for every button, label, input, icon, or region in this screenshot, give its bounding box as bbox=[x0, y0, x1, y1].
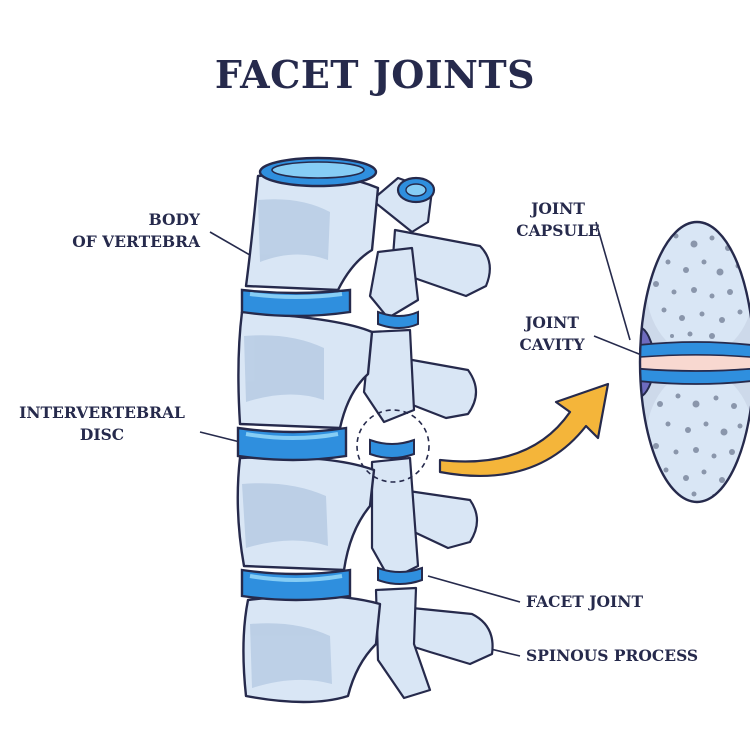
leader-line-capsule bbox=[595, 221, 631, 341]
highlight-circle bbox=[356, 409, 430, 483]
spinous-process-4 bbox=[390, 604, 494, 666]
leader-line-facet bbox=[427, 575, 521, 603]
label-body-of-vertebra: BODY OF VERTEBRA bbox=[72, 210, 200, 251]
label-intervertebral-disc: INTERVERTEBRAL DISC bbox=[19, 403, 185, 444]
label-facet-joint: FACET JOINT bbox=[526, 592, 643, 611]
leader-line-cavity bbox=[593, 335, 645, 357]
label-joint-cavity: JOINT CAVITY bbox=[519, 313, 585, 354]
leader-line-disc bbox=[199, 431, 241, 443]
articular-column-2 bbox=[362, 328, 416, 424]
zoom-arrow bbox=[438, 382, 610, 478]
joint-detail bbox=[638, 220, 750, 504]
label-spinous-process: SPINOUS PROCESS bbox=[526, 646, 699, 665]
articular-column-1 bbox=[368, 246, 420, 320]
facet-joint-rings bbox=[369, 310, 423, 585]
spinous-process-1 bbox=[390, 228, 491, 298]
page-title: FACET JOINTS bbox=[214, 52, 536, 97]
label-joint-capsule: JOINT CAPSULE bbox=[516, 199, 600, 240]
articular-column-4 bbox=[374, 586, 432, 700]
intervertebral-discs bbox=[236, 288, 352, 602]
